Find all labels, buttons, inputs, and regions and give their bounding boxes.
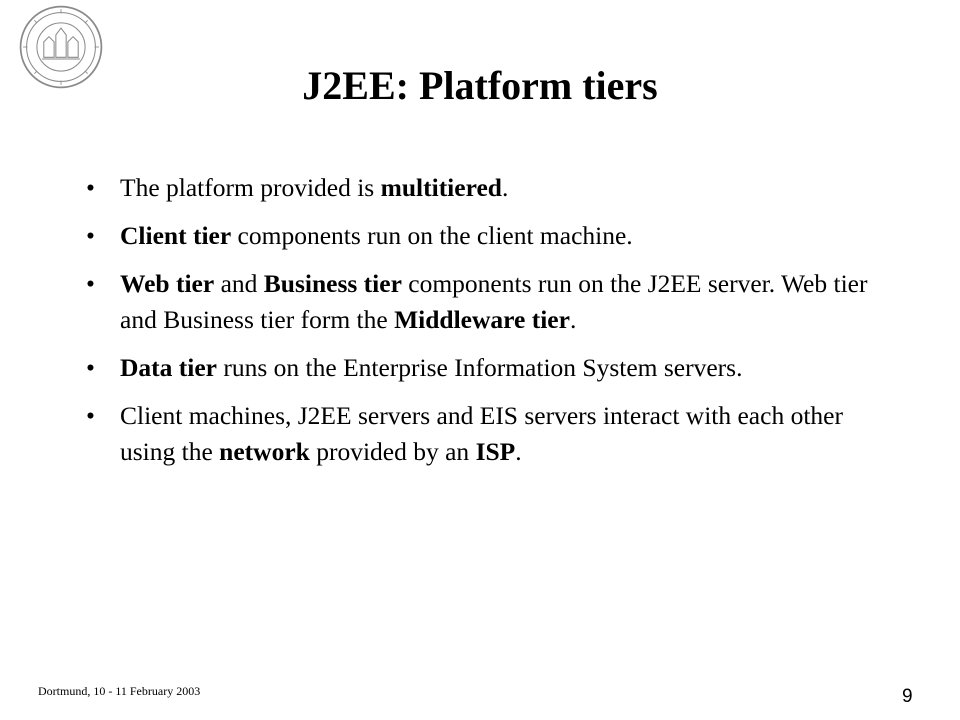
bold-term: multitiered (380, 173, 502, 202)
text-run: runs on the Enterprise Information Syste… (217, 353, 743, 382)
bullet-item-data-tier: • Data tier runs on the Enterprise Infor… (86, 350, 886, 386)
bold-term: network (219, 437, 310, 466)
bullet-item-client-tier: • Client tier components run on the clie… (86, 218, 886, 254)
text-run: and (214, 269, 264, 298)
bullet-text: Client machines, J2EE servers and EIS se… (120, 401, 843, 466)
page-number: 9 (902, 686, 913, 707)
bullet-item-multitiered: • The platform provided is multitiered. (86, 170, 886, 206)
bullet-list: • The platform provided is multitiered. … (86, 170, 886, 482)
text-run: components run on the client machine. (231, 221, 633, 250)
bullet-text: Client tier components run on the client… (120, 221, 633, 250)
bold-term: Middleware tier (394, 305, 570, 334)
bullet-text: Web tier and Business tier components ru… (120, 269, 867, 334)
bullet-text: Data tier runs on the Enterprise Informa… (120, 353, 742, 382)
bold-term: Client tier (120, 221, 232, 250)
text-run: . (501, 173, 509, 202)
bullet-item-network: • Client machines, J2EE servers and EIS … (86, 398, 886, 470)
bold-term: Business tier (263, 269, 402, 298)
bullet-marker: • (86, 269, 95, 298)
bullet-marker: • (86, 221, 95, 250)
bullet-marker: • (86, 353, 95, 382)
footer-date: Dortmund, 10 - 11 February 2003 (38, 684, 201, 698)
bold-term: Web tier (120, 269, 215, 298)
text-run: Client machines, J2EE servers and EIS se… (120, 401, 843, 466)
text-run: provided by an (309, 437, 476, 466)
bold-term: Data tier (120, 353, 217, 382)
university-seal-icon (19, 5, 103, 89)
text-run: . (515, 437, 522, 466)
text-run: The platform provided is (120, 173, 381, 202)
slide-title: J2EE: Platform tiers (302, 63, 658, 108)
bullet-marker: • (86, 173, 95, 202)
bold-term: ISP (475, 437, 516, 466)
bullet-item-web-business-tier: • Web tier and Business tier components … (86, 266, 886, 338)
text-run: . (569, 305, 577, 334)
bullet-marker: • (86, 401, 95, 430)
text-run: components run on the J2EE server. Web t… (120, 269, 868, 334)
bullet-text: The platform provided is multitiered. (120, 173, 508, 202)
